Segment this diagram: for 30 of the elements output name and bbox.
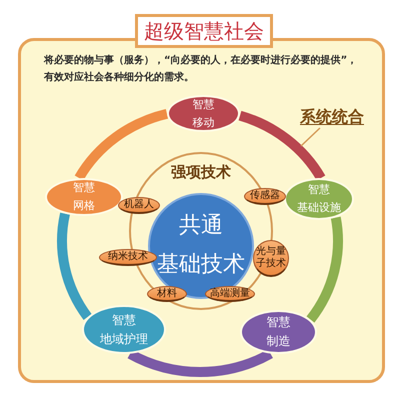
technology-tag: 高端测量 (205, 286, 255, 302)
node-heading: 智慧 (73, 181, 95, 195)
node-heading: 智慧 (266, 315, 290, 330)
node-label: 移动 (192, 116, 214, 130)
node-heading: 智慧 (192, 98, 214, 112)
node-heading: 智慧 (308, 183, 330, 197)
node-label: 制造 (266, 334, 290, 349)
node-label: 基础设施 (297, 201, 341, 215)
node-label: 网格 (73, 199, 95, 213)
technology-tag: 机器人 (118, 197, 160, 214)
core-heading: 共通 (179, 212, 223, 240)
connector-arc (57, 212, 92, 320)
node-label: 地域护理 (100, 332, 148, 346)
node-heading: 智慧 (112, 312, 136, 328)
connector-arc (238, 110, 326, 181)
topic-ellipse (240, 310, 317, 354)
callout-text: 系统统合 (300, 107, 364, 127)
connector-arc (306, 216, 343, 322)
description-text: 将必要的物与事（服务），“向必要的人，在必要时进行必要的提供”，有效对应社会各种细分化的需求。 (44, 54, 358, 84)
technology-tag: 光与量子技术 (253, 240, 289, 277)
connector-arc (74, 109, 168, 181)
title-banner: 超级智慧社会 (135, 14, 273, 48)
technology-tag: 纳米技术 (99, 249, 157, 266)
core-label: 基础技术 (157, 251, 245, 279)
topic-ellipse (82, 305, 166, 354)
technology-tag: 材料 (147, 286, 187, 302)
topic-ellipse (45, 178, 123, 216)
ring-heading: 强项技术 (171, 164, 231, 181)
leader-line (300, 127, 320, 147)
technology-tag: 传感器 (244, 188, 286, 205)
